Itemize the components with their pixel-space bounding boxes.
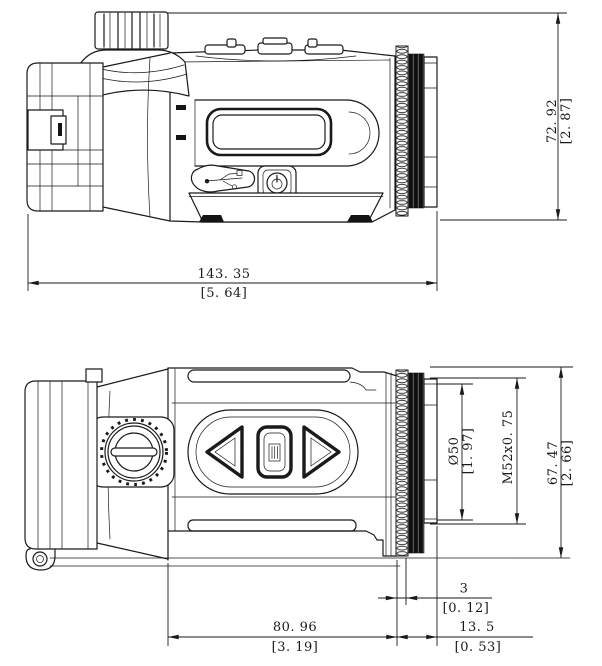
eyepiece-side — [26, 62, 104, 212]
dim-adapter-in: [0. 53] — [455, 640, 502, 655]
menu-button — [256, 425, 293, 479]
knurled-adapter-ring — [407, 372, 425, 554]
dim-length-mm: 143. 35 — [197, 267, 250, 282]
coin-slot — [110, 447, 158, 457]
power-top-button — [257, 37, 293, 55]
adapter-assembly-side — [395, 45, 438, 217]
eyepiece-plan — [24, 368, 103, 550]
left-arrow-button — [205, 425, 244, 479]
plan-view: Ø50[1. 97] M52x0. 75 67. 47[2. 66] 3 [0.… — [24, 366, 575, 655]
rail-mount — [188, 192, 384, 223]
dim-overall-length: 143. 35 [5. 64] — [27, 211, 438, 301]
side-panel — [176, 99, 380, 167]
dim-objective-diameter: Ø50[1. 97] — [437, 383, 476, 521]
lanyard-loop — [25, 548, 56, 571]
dim-overall-width: 67. 47[2. 66] — [430, 366, 575, 558]
thread-barrel — [423, 56, 438, 208]
dim-ring-width: 3 [0. 12] — [378, 582, 492, 616]
thread-spec-text: M52x0. 75 — [501, 410, 516, 485]
dim-overall-height: 72. 92[2. 87] — [167, 12, 574, 221]
dim-dia-text: Ø50[1. 97] — [447, 428, 476, 475]
mode-button — [304, 38, 344, 55]
eyepiece-latch — [27, 109, 67, 151]
dim-thread-spec: M52x0. 75 — [430, 377, 526, 525]
knurled-adapter-ring — [407, 53, 425, 209]
usb-cover — [190, 164, 256, 193]
usb-icon — [204, 170, 243, 190]
power-button — [257, 165, 297, 200]
top-rail-strip — [187, 369, 351, 383]
top-buttons — [204, 37, 344, 55]
dim-body-length: 80. 96 [3. 19] — [168, 620, 397, 655]
battery-cap — [89, 416, 175, 488]
dim-width-text: 67. 47[2. 66] — [546, 440, 575, 487]
menu-icon — [268, 443, 281, 462]
knurl-lock-ring — [395, 369, 409, 557]
side-view: 72. 92[2. 87] 143. 35 [5. 64] — [26, 11, 574, 301]
photo-button — [204, 38, 246, 55]
dim-height-text: 72. 92[2. 87] — [545, 98, 574, 145]
dim-body-in: [3. 19] — [272, 640, 319, 655]
adapter-assembly-plan — [395, 369, 438, 557]
power-icon — [271, 174, 283, 190]
control-pad — [187, 409, 359, 495]
bottom-rail-strip — [187, 519, 357, 532]
eyepiece-nub — [85, 368, 103, 383]
focus-knob — [94, 11, 169, 50]
dim-ring-mm: 3 — [460, 582, 469, 597]
dim-length-in: [5. 64] — [201, 286, 248, 301]
thread-barrel — [423, 378, 438, 524]
dim-adapter-length: 13. 5 [0. 53] — [397, 620, 533, 655]
display-window — [205, 107, 333, 157]
dim-adapter-mm: 13. 5 — [459, 620, 495, 635]
eyepiece-cone — [102, 52, 171, 222]
dim-ring-in: [0. 12] — [443, 601, 490, 616]
dim-body-mm: 80. 96 — [273, 620, 317, 635]
knurl-lock-ring — [395, 45, 409, 217]
right-arrow-button — [302, 425, 341, 479]
